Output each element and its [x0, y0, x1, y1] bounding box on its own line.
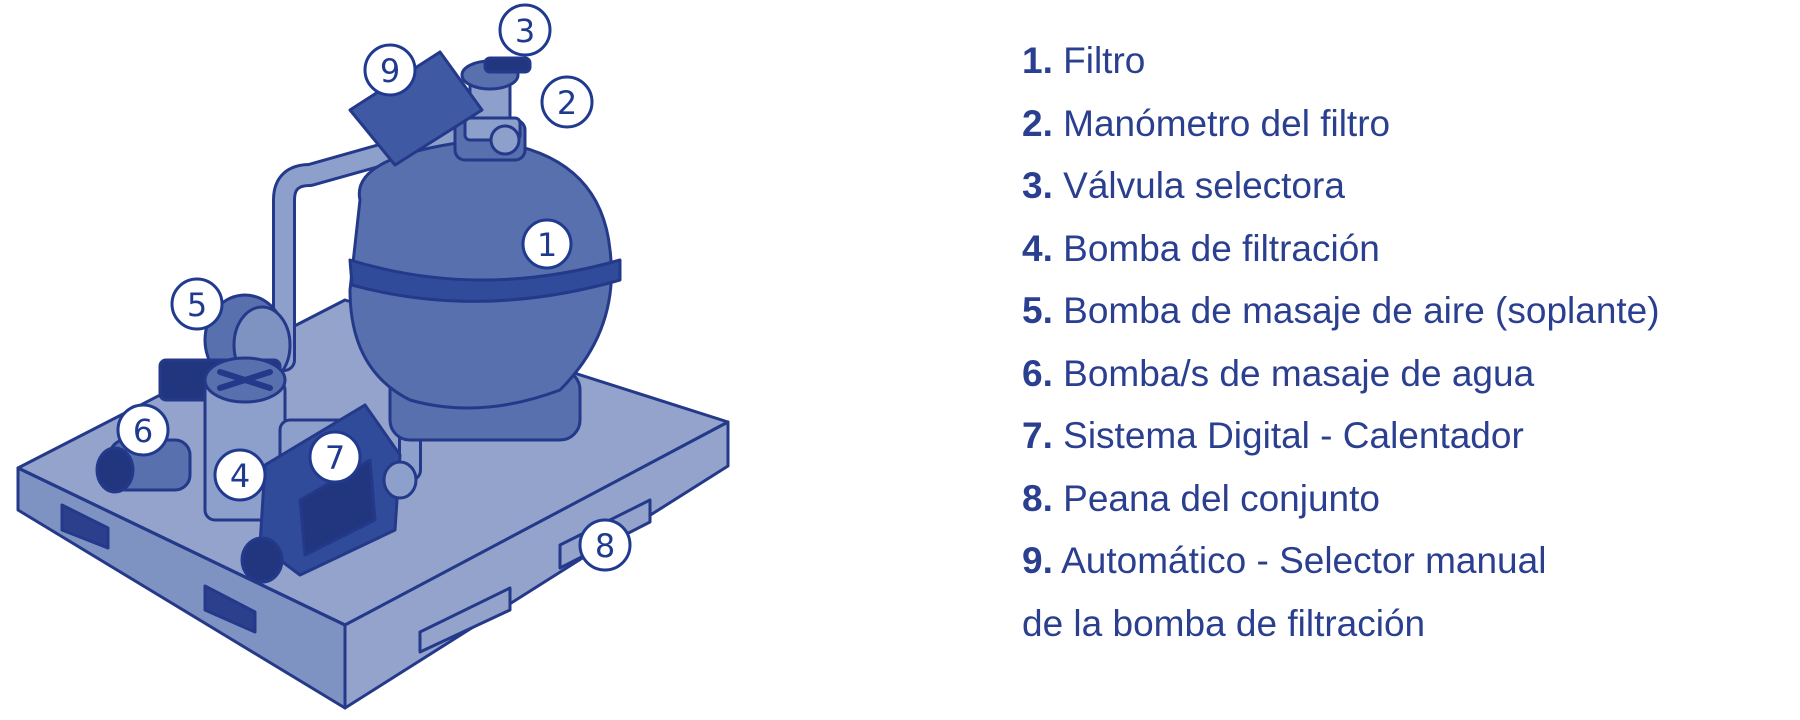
- legend-number: 7.: [1022, 415, 1053, 456]
- legend-item-bomba-agua: 6. Bomba/s de masaje de agua: [1022, 343, 1782, 406]
- legend-number: 5.: [1022, 290, 1053, 331]
- legend-item-valvula: 3. Válvula selectora: [1022, 155, 1782, 218]
- legend-item-manometro: 2. Manómetro del filtro: [1022, 93, 1782, 156]
- legend-number: 9.: [1022, 540, 1053, 581]
- callout-label: 3: [515, 12, 535, 50]
- callout-label: 7: [325, 439, 345, 477]
- callout-1: 1: [521, 218, 573, 270]
- legend-number: 4.: [1022, 227, 1053, 269]
- legend-text: Bomba/s de masaje de agua: [1052, 352, 1535, 394]
- legend-number: 2.: [1022, 102, 1053, 144]
- legend-item-peana: 8. Peana del conjunto: [1022, 468, 1782, 531]
- legend-item-filtro: 1. Filtro: [1022, 30, 1782, 93]
- callout-3: 3: [498, 3, 552, 57]
- filter-tank: [348, 118, 622, 442]
- legend-text: Bomba de masaje de aire (soplante): [1052, 290, 1660, 331]
- callout-2: 2: [540, 75, 594, 129]
- callout-5: 5: [170, 277, 224, 331]
- equipment-diagram: 1 2 3 4 5 6 7 8: [16, 3, 730, 710]
- callout-label: 9: [380, 52, 400, 90]
- callout-label: 1: [537, 226, 557, 264]
- legend-number: 6.: [1022, 352, 1053, 394]
- callout-label: 4: [230, 457, 250, 495]
- pallet-slot: [60, 503, 110, 550]
- callout-4: 4: [213, 448, 267, 502]
- legend-item-sistema-digital: 7. Sistema Digital - Calentador: [1022, 405, 1782, 468]
- legend-text: Manómetro del filtro: [1052, 102, 1391, 144]
- legend-text: Automático - Selector manual: [1052, 540, 1547, 581]
- callout-9: 9: [363, 43, 417, 97]
- legend-number: 3.: [1022, 165, 1053, 206]
- legend-item-automatico: 9. Automático - Selector manual de la bom…: [1022, 530, 1782, 655]
- legend-item-bomba-filtracion: 4. Bomba de filtración: [1022, 218, 1782, 281]
- legend-number: 8.: [1022, 477, 1053, 519]
- pallet-slot: [418, 586, 512, 654]
- callout-label: 6: [133, 412, 153, 450]
- legend-text: Filtro: [1052, 40, 1146, 81]
- callout-label: 8: [595, 527, 615, 565]
- pallet-edge: [16, 466, 347, 627]
- legend-text: Válvula selectora: [1052, 165, 1345, 206]
- callout-label: 2: [557, 84, 577, 122]
- digital-heater: [240, 403, 418, 584]
- callout-6: 6: [116, 403, 170, 457]
- legend-text: Sistema Digital - Calentador: [1052, 415, 1524, 456]
- legend-number: 1.: [1022, 40, 1053, 81]
- pallet-slot: [203, 584, 257, 634]
- callout-label: 5: [187, 286, 207, 324]
- legend-item-soplante: 5. Bomba de masaje de aire (soplante): [1022, 280, 1782, 343]
- callout-7: 7: [308, 430, 362, 484]
- callout-8: 8: [578, 518, 632, 572]
- legend-text: Bomba de filtración: [1052, 227, 1380, 269]
- legend-text: Peana del conjunto: [1052, 477, 1380, 519]
- pressure-gauge: [489, 124, 521, 156]
- component-legend: 1. Filtro 2. Manómetro del filtro 3. Vál…: [1022, 30, 1782, 655]
- legend-text-continuation: de la bomba de filtración: [1022, 602, 1426, 644]
